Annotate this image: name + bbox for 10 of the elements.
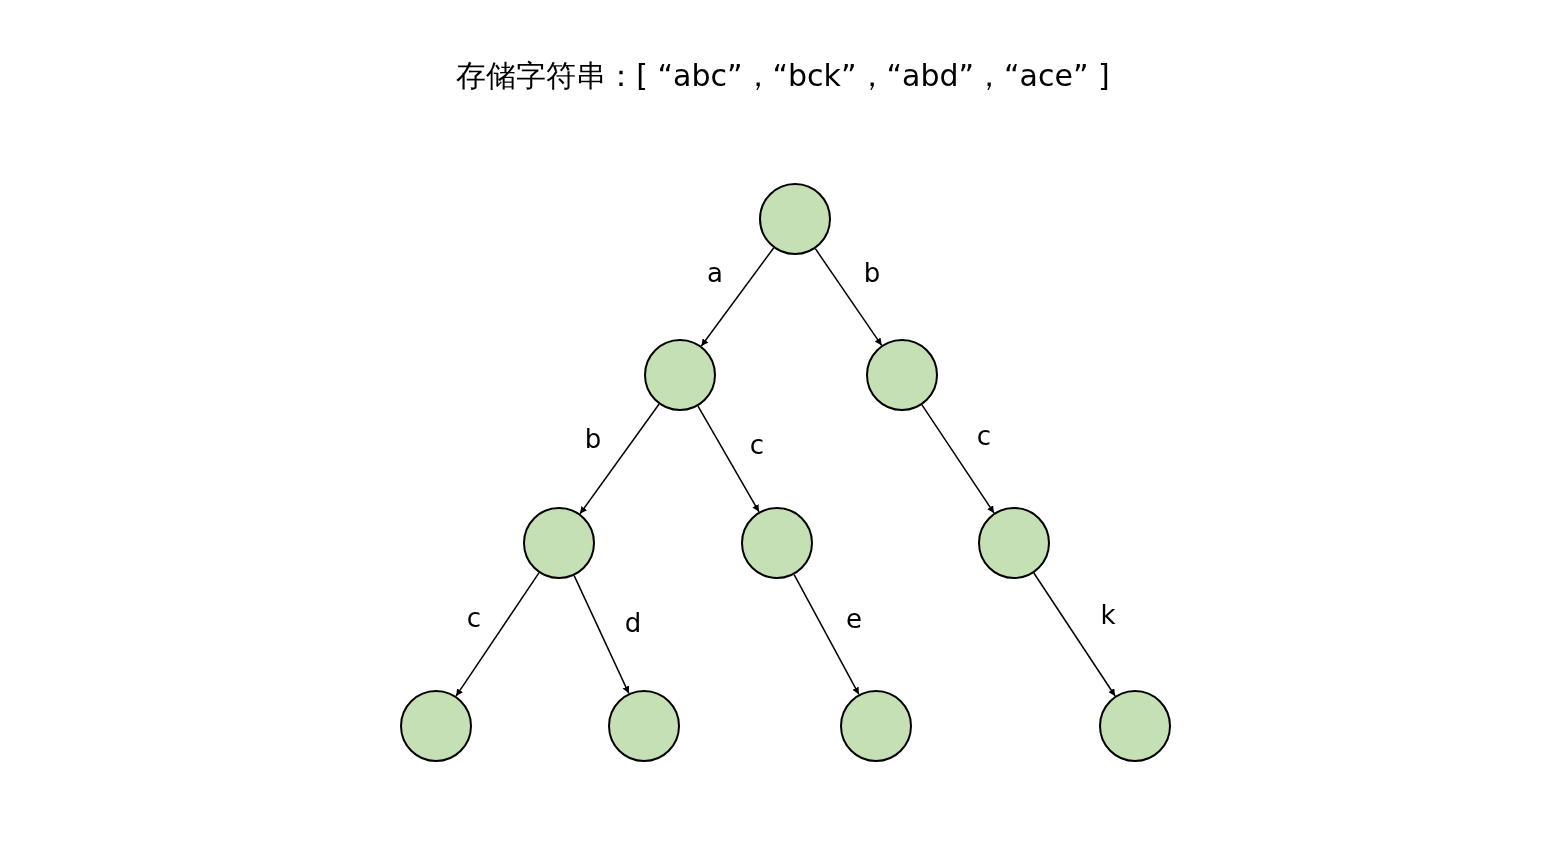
arrow bbox=[814, 247, 883, 347]
arrow bbox=[697, 405, 760, 513]
arrow bbox=[793, 573, 860, 696]
arrow bbox=[579, 403, 660, 515]
arrow bbox=[1033, 572, 1116, 697]
arrow bbox=[921, 404, 995, 514]
title: 存储字符串：[ “abc”，“bck”，“abd”，“ace” ] bbox=[456, 58, 1110, 93]
arrow bbox=[455, 572, 540, 697]
arrow bbox=[700, 247, 775, 347]
arrow bbox=[573, 574, 630, 695]
